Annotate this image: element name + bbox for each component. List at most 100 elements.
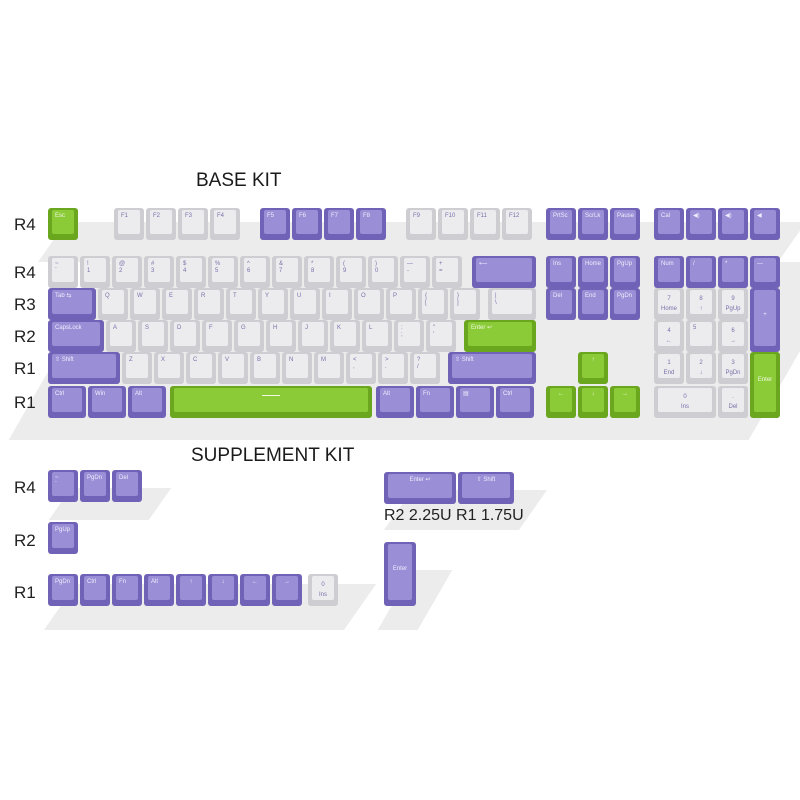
key-win[interactable]: Win [88,386,126,418]
key-f3[interactable]: F3 [178,208,208,240]
key-e[interactable]: E [162,288,192,320]
key-menu[interactable]: ▤ [456,386,494,418]
key-w[interactable]: W [130,288,160,320]
key-down[interactable]: ↓ [578,386,608,418]
key-f12[interactable]: F12 [502,208,532,240]
key-f2[interactable]: F2 [146,208,176,240]
key-vol-rparen[interactable]: ◀) [686,208,716,240]
key-pipe-backslash[interactable]: | \ [488,288,536,320]
key-ctrl[interactable]: Ctrl [496,386,534,418]
key-greater-period[interactable]: > . [378,352,408,384]
key-right[interactable]: → [610,386,640,418]
key-5[interactable]: 5 [686,320,716,352]
key-up[interactable]: ↑ [578,352,608,384]
key-rparen-0[interactable]: ) 0 [368,256,398,288]
key-4[interactable]: 4← [654,320,684,352]
key-tilde-backtick[interactable]: ~ ` [48,256,78,288]
key-backspace[interactable]: ⟵ [472,256,536,288]
key-at-2[interactable]: @ 2 [112,256,142,288]
key-less-comma[interactable]: < , [346,352,376,384]
key-prtsc[interactable]: PrtSc [546,208,576,240]
key-j[interactable]: J [298,320,328,352]
key-caret-6[interactable]: ^ 6 [240,256,270,288]
key-6[interactable]: 6→ [718,320,748,352]
key-f9[interactable]: F9 [406,208,436,240]
key-pgdn[interactable]: PgDn [80,470,110,502]
key-r[interactable]: R [194,288,224,320]
key-quote-apostrophe[interactable]: " ' [426,320,456,352]
key-ins[interactable]: Ins [546,256,576,288]
key-hash-3[interactable]: # 3 [144,256,174,288]
key-ctrl[interactable]: Ctrl [48,386,86,418]
key-plus-equals[interactable]: + = [432,256,462,288]
key-question-slash[interactable]: ? / [410,352,440,384]
key-f1[interactable]: F1 [114,208,144,240]
key-minus[interactable]: — [750,256,780,288]
key-f4[interactable]: F4 [210,208,240,240]
key-a[interactable]: A [106,320,136,352]
key-right[interactable]: → [272,574,302,606]
key-lparen-9[interactable]: ( 9 [336,256,366,288]
key-pause[interactable]: Pause [610,208,640,240]
key-end[interactable]: End [578,288,608,320]
key-i[interactable]: I [322,288,352,320]
key-pgup[interactable]: PgUp [610,256,640,288]
key-z[interactable]: Z [122,352,152,384]
key-alt[interactable]: Alt [128,386,166,418]
key-v[interactable]: V [218,352,248,384]
key-s[interactable]: S [138,320,168,352]
key-asterisk[interactable]: * [718,256,748,288]
key-enter[interactable]: Enter [750,352,780,418]
key-period[interactable]: .Del [718,386,748,418]
key-o[interactable]: O [354,288,384,320]
key-home[interactable]: Home [578,256,608,288]
key-dollar-4[interactable]: $ 4 [176,256,206,288]
key-b[interactable]: B [250,352,280,384]
key-f8[interactable]: F8 [356,208,386,240]
key-f10[interactable]: F10 [438,208,468,240]
key-shift[interactable]: ⇧ Shift [448,352,536,384]
key-t[interactable]: T [226,288,256,320]
key-shift[interactable]: ⇧ Shift [458,472,514,504]
key-percent-5[interactable]: % 5 [208,256,238,288]
key-u[interactable]: U [290,288,320,320]
key-alt[interactable]: Alt [376,386,414,418]
key-2[interactable]: 2↓ [686,352,716,384]
key-num[interactable]: Num [654,256,684,288]
key-pgup[interactable]: PgUp [48,522,78,554]
key-del[interactable]: Del [546,288,576,320]
key-plus[interactable]: + [750,288,780,352]
key-exclam-1[interactable]: ! 1 [80,256,110,288]
key-c[interactable]: C [186,352,216,384]
key-amp-7[interactable]: & 7 [272,256,302,288]
key-up[interactable]: ↑ [176,574,206,606]
key-alt[interactable]: Alt [144,574,174,606]
key-pgdn[interactable]: PgDn [610,288,640,320]
key-y[interactable]: Y [258,288,288,320]
key-pgdn[interactable]: PgDn [48,574,78,606]
key-enter[interactable]: Enter [384,542,416,606]
key-vol[interactable]: ◀ [750,208,780,240]
key-slash[interactable]: / [686,256,716,288]
key-fn[interactable]: Fn [416,386,454,418]
key-f5[interactable]: F5 [260,208,290,240]
key-shift[interactable]: ⇧ Shift [48,352,120,384]
key-rbrace-rbracket[interactable]: } ] [450,288,480,320]
key-cal[interactable]: Cal [654,208,684,240]
key-f6[interactable]: F6 [292,208,322,240]
key-m[interactable]: M [314,352,344,384]
key-ctrl[interactable]: Ctrl [80,574,110,606]
key-lbrace-lbracket[interactable]: { [ [418,288,448,320]
key-down[interactable]: ↓ [208,574,238,606]
key-left[interactable]: ← [240,574,270,606]
key-f[interactable]: F [202,320,232,352]
key-l[interactable]: L [362,320,392,352]
key-enter[interactable]: Enter ↩ [384,472,456,504]
key-left[interactable]: ← [546,386,576,418]
